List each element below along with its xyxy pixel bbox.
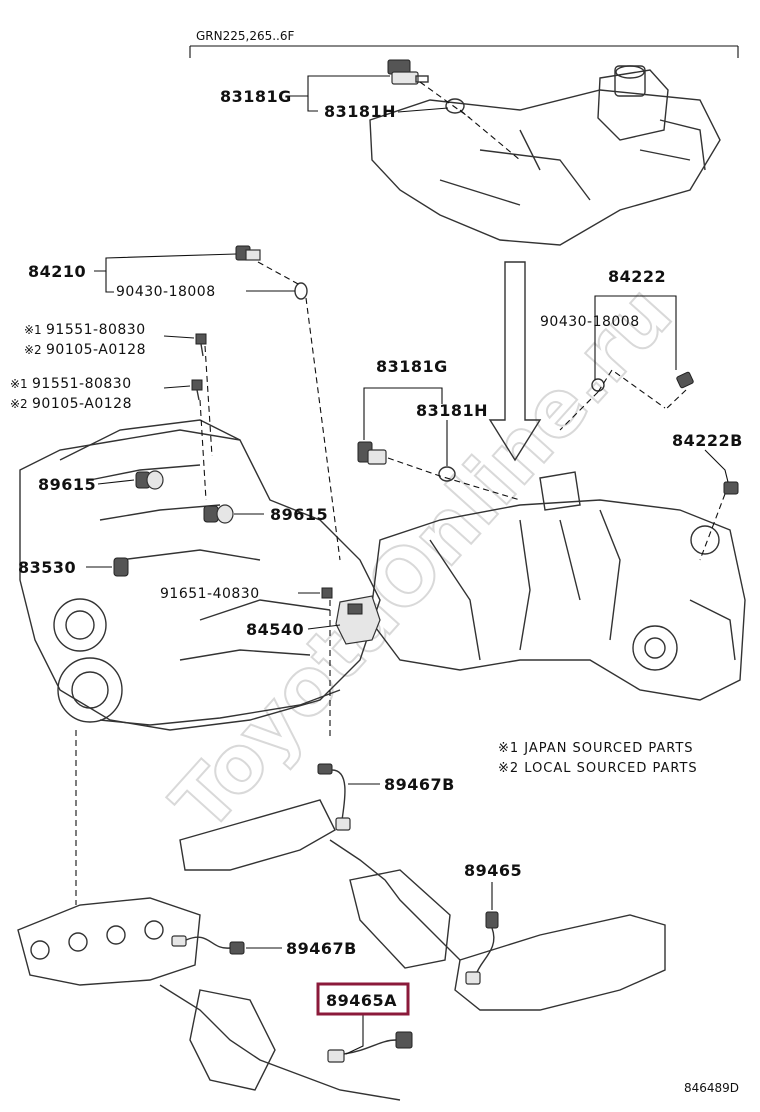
- label-89467B-top[interactable]: 89467B: [384, 775, 455, 794]
- exhaust-system: [17, 799, 666, 1101]
- sensor-89615-right: [203, 504, 234, 524]
- transfer-case-top: [369, 65, 721, 246]
- legend-japan-sourced: ※1 JAPAN SOURCED PARTS: [498, 741, 694, 756]
- label-89465A[interactable]: 89465A: [326, 991, 397, 1010]
- label-84222[interactable]: 84222: [608, 267, 666, 286]
- mark-note2-b: ※2: [10, 397, 28, 411]
- label-83181H-top[interactable]: 83181H: [324, 102, 396, 121]
- label-91551-b[interactable]: 91551-80830: [32, 376, 132, 392]
- label-83530[interactable]: 83530: [18, 558, 76, 577]
- label-90105-b[interactable]: 90105-A0128: [32, 396, 132, 412]
- gasket-90430-a: [294, 282, 308, 300]
- o2-sensor-89465: [465, 911, 499, 985]
- mark-note1-b: ※1: [10, 377, 28, 391]
- gasket-83181H-mid: [438, 466, 456, 482]
- leader-lines: [75, 75, 729, 1055]
- drawing-number: 846489D: [684, 1081, 739, 1095]
- sensor-84222: [676, 371, 694, 389]
- sensor-89615-left: [135, 470, 164, 490]
- label-89465[interactable]: 89465: [464, 861, 522, 880]
- o2-sensor-89465A: [327, 1031, 413, 1063]
- assembly-arrow: [488, 261, 542, 462]
- label-89615-right[interactable]: 89615: [270, 505, 328, 524]
- label-89467B-left[interactable]: 89467B: [286, 939, 357, 958]
- model-range-label: GRN225,265..6F: [196, 29, 295, 43]
- switch-84540: [335, 595, 381, 645]
- label-91651[interactable]: 91651-40830: [160, 586, 260, 602]
- gasket-83181H-top: [445, 98, 465, 114]
- legend-local-sourced: ※2 LOCAL SOURCED PARTS: [498, 761, 698, 776]
- label-83181H-mid[interactable]: 83181H: [416, 401, 488, 420]
- label-83181G-top[interactable]: 83181G: [220, 87, 292, 106]
- part-labels: 83181G 83181H 84210 90430-18008 84222 90…: [10, 87, 743, 1095]
- knock-sensor-83530: [113, 557, 129, 577]
- sensor-84222B: [723, 481, 739, 495]
- label-83181G-mid[interactable]: 83181G: [376, 357, 448, 376]
- label-91551-a[interactable]: 91551-80830: [46, 322, 146, 338]
- label-90430-b[interactable]: 90430-18008: [540, 314, 640, 330]
- bolt-91551-a: [195, 333, 207, 357]
- header-bracket: GRN225,265..6F: [189, 29, 739, 58]
- o2-sensor-89467B-top: [317, 763, 351, 831]
- o2-sensor-89467B-left: [171, 935, 245, 955]
- label-90105-a[interactable]: 90105-A0128: [46, 342, 146, 358]
- label-84540[interactable]: 84540: [246, 620, 304, 639]
- sensor-84210: [235, 245, 261, 261]
- sensor-83181G-mid: [357, 441, 387, 465]
- label-84210[interactable]: 84210: [28, 262, 86, 281]
- label-89615-left[interactable]: 89615: [38, 475, 96, 494]
- label-90430-a[interactable]: 90430-18008: [116, 284, 216, 300]
- transmission: [369, 471, 746, 701]
- bolt-91651: [321, 587, 333, 599]
- mark-note2-a: ※2: [24, 343, 42, 357]
- highlight-box-89465A: [316, 982, 410, 1016]
- bolt-91551-b: [191, 379, 203, 401]
- sensor-83181G-top: [387, 59, 429, 85]
- mark-note1-a: ※1: [24, 323, 42, 337]
- label-84222B[interactable]: 84222B: [672, 431, 743, 450]
